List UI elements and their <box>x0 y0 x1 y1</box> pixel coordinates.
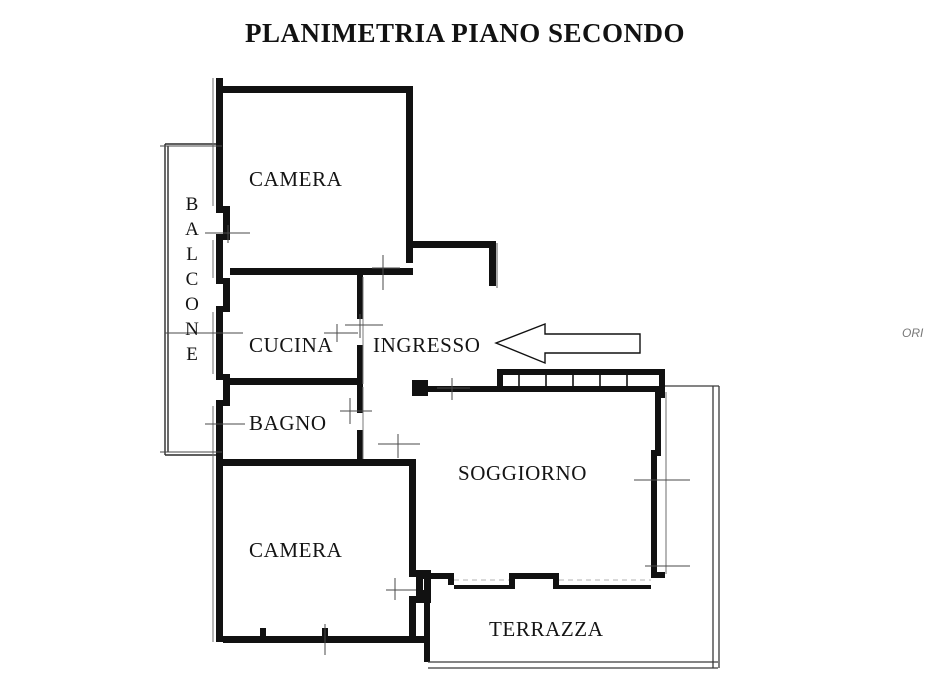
room-label-soggiorno: SOGGIORNO <box>458 461 588 485</box>
soggiorno-window-ticks <box>518 375 628 386</box>
room-label-cucina: CUCINA <box>249 333 334 357</box>
terrazza-outline <box>428 385 720 669</box>
dimension-marks <box>160 145 690 655</box>
page-title: PLANIMETRIA PIANO SECONDO <box>244 18 686 48</box>
ingresso-soggiorno-walls <box>412 369 665 578</box>
balcone-letter-a: A <box>185 219 199 240</box>
right-edge-annotation: ORI <box>902 326 924 340</box>
room-label-camera-bottom: CAMERA <box>249 538 343 562</box>
entrance-arrow <box>494 322 641 365</box>
room-label-balcone: B A L C O N E <box>179 192 205 367</box>
camera-top-walls <box>223 86 413 275</box>
balcone-letter-n: N <box>185 319 199 340</box>
cucina-walls <box>230 275 363 385</box>
room-label-terrazza: TERRAZZA <box>489 617 604 641</box>
balcone-outline <box>164 143 219 456</box>
corridor-stub-walls <box>413 241 496 286</box>
balcone-letter-b: B <box>185 194 199 215</box>
room-label-bagno: BAGNO <box>249 411 327 435</box>
room-label-ingresso: INGRESSO <box>373 333 481 357</box>
balcone-letter-l: L <box>186 244 198 265</box>
balcone-letter-c: C <box>185 269 199 290</box>
left-bearing-wall <box>216 78 230 642</box>
terrazza-walls <box>416 573 651 662</box>
balcone-letter-o: O <box>185 294 199 315</box>
balcone-letter-e: E <box>186 344 198 365</box>
room-label-camera-top: CAMERA <box>249 167 343 191</box>
